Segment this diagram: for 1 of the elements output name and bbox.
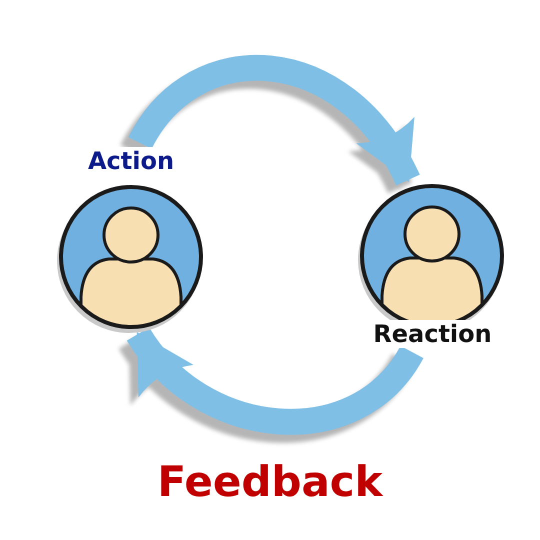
- edge-label: Feedback: [157, 458, 383, 506]
